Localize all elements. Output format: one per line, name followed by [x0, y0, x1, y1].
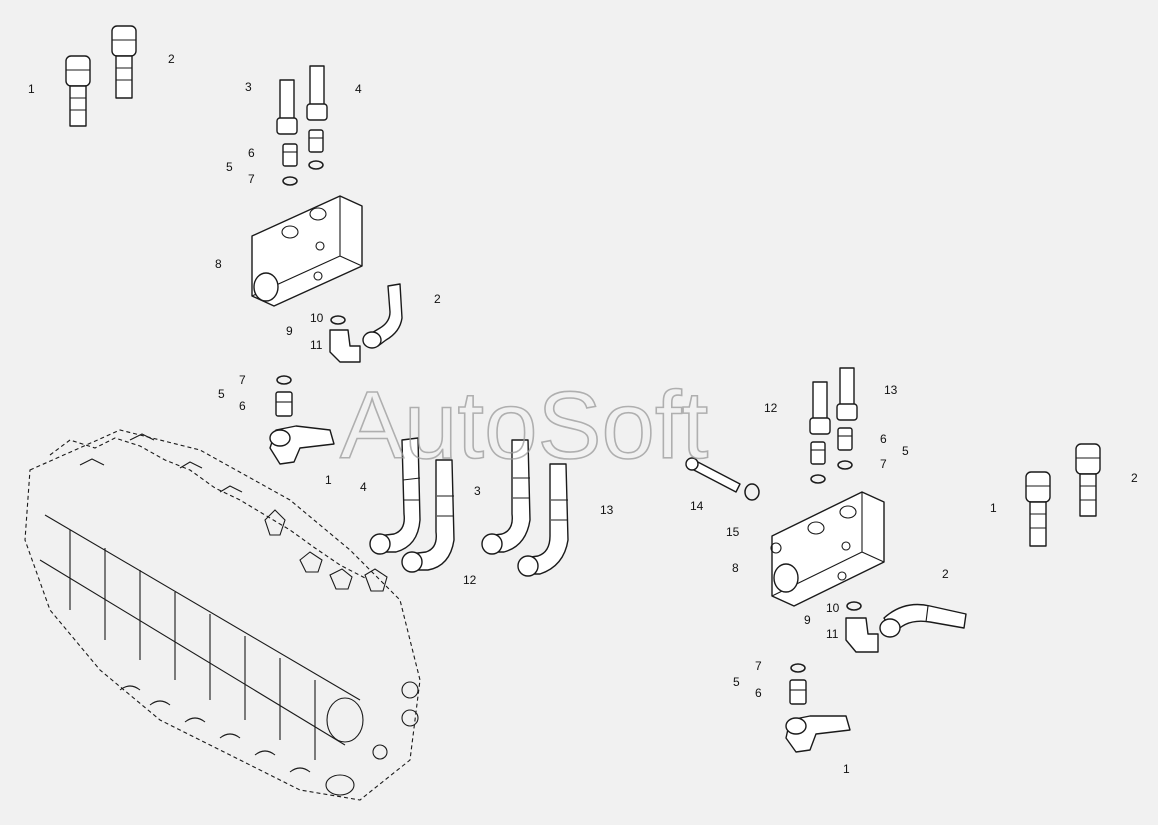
callout-label: 5	[218, 387, 225, 401]
callout-label: 3	[245, 80, 252, 94]
pipe-2-right	[879, 603, 967, 638]
pipe-3-center	[401, 459, 455, 573]
callout-label: 13	[600, 503, 614, 517]
callout-label: 6	[248, 146, 255, 160]
callout-label: 6	[239, 399, 246, 413]
callout-label: 6	[755, 686, 762, 700]
banjo-bolt-2-right	[1075, 443, 1101, 517]
banjo-bolt-1-right	[1025, 471, 1051, 547]
callout-label: 5	[733, 675, 740, 689]
callout-label: 4	[360, 480, 367, 494]
callout-label: 2	[1131, 471, 1138, 485]
valve-block-8-left	[251, 195, 363, 307]
callout-label: 7	[880, 457, 887, 471]
callout-label: 5	[226, 160, 233, 174]
pipe-1-right	[785, 715, 851, 753]
pipe-13-center	[517, 463, 569, 577]
callout-label: 3	[474, 484, 481, 498]
screw-14	[685, 457, 741, 493]
callout-label: 12	[764, 401, 778, 415]
engine-block	[24, 429, 421, 801]
callout-label: 11	[826, 627, 839, 641]
callout-label: 10	[826, 601, 840, 615]
callout-label: 8	[215, 257, 222, 271]
o-ring-7-left-top	[282, 160, 324, 186]
bolt-3-left	[276, 79, 298, 135]
banjo-bolt-1-left	[65, 55, 91, 127]
callout-label: 1	[843, 762, 850, 776]
elbow-11-right	[845, 601, 879, 653]
callout-labels: 1 2 3 4 5 6 7 8 2 10 9 11 7 5 6 1 4 3 12…	[28, 52, 1138, 776]
bolt-4-left	[306, 65, 328, 121]
fitting-6-left-mid	[275, 375, 293, 417]
callout-label: 9	[286, 324, 293, 338]
callout-label: 1	[990, 501, 997, 515]
watermark-text: AutoSoft	[340, 372, 708, 479]
callout-label: 7	[239, 373, 246, 387]
bolt-12-right	[809, 381, 831, 435]
elbow-11-left	[329, 315, 361, 363]
callout-label: 13	[884, 383, 898, 397]
o-ring-7-right-top	[810, 460, 853, 484]
fitting-6-right-bottom	[789, 663, 807, 705]
callout-label: 7	[755, 659, 762, 673]
callout-label: 7	[248, 172, 255, 186]
callout-label: 8	[732, 561, 739, 575]
fitting-6-right-top	[810, 427, 853, 465]
callout-label: 1	[28, 82, 35, 96]
washer-15	[744, 483, 760, 501]
banjo-bolt-2-left	[111, 25, 137, 99]
bolt-13-right	[836, 367, 858, 421]
pipe-2-left	[362, 283, 403, 349]
callout-label: 15	[726, 525, 740, 539]
callout-label: 6	[880, 432, 887, 446]
pipe-1-left	[269, 425, 335, 465]
callout-label: 10	[310, 311, 324, 325]
valve-block-8-right	[770, 491, 885, 607]
callout-label: 2	[168, 52, 175, 66]
callout-label: 9	[804, 613, 811, 627]
callout-label: 5	[902, 444, 909, 458]
callout-label: 2	[434, 292, 441, 306]
callout-label: 4	[355, 82, 362, 96]
callout-label: 12	[463, 573, 477, 587]
callout-label: 14	[690, 499, 704, 513]
fitting-6-left-top	[282, 129, 324, 167]
callout-label: 2	[942, 567, 949, 581]
pipe-4-center	[369, 437, 421, 555]
callout-label: 1	[325, 473, 332, 487]
pipe-12-center	[481, 439, 531, 555]
callout-label: 11	[310, 338, 323, 352]
